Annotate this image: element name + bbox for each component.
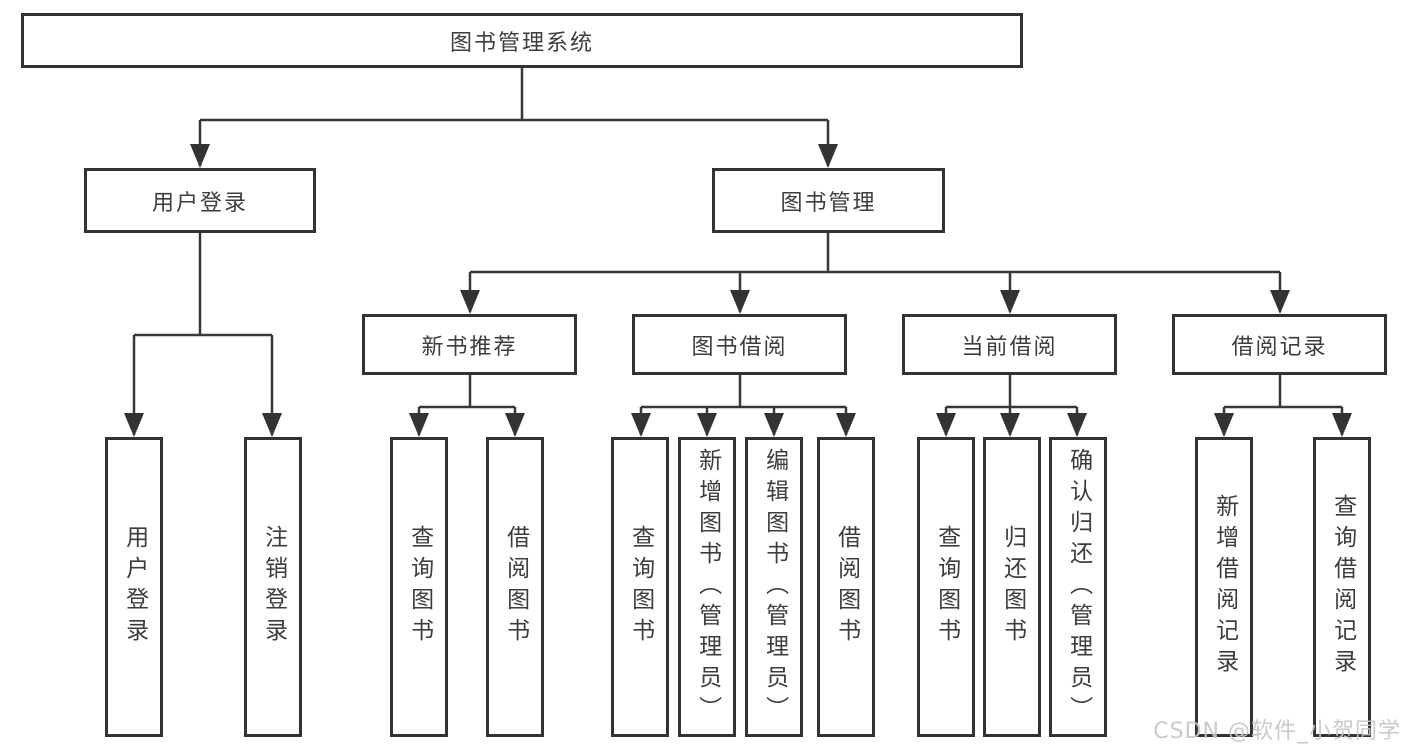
node-book-system-label: 图书管理系统 [449,30,594,56]
arrow-down-icon [818,144,838,168]
leaf-add-borrow-record: 新增借阅记录 [1195,437,1253,737]
leaf-add-borrow-record-label: 新增借阅记录 [1211,494,1238,680]
arrow-down-icon [936,413,956,437]
leaf-query-books-borrow: 查询图书 [611,437,669,737]
arrow-down-icon [124,413,144,437]
node-book-system: 图书管理系统 [21,13,1023,68]
arrow-down-icon [505,413,525,437]
leaf-confirm-return-admin-label: 确认归还（管理员） [1065,447,1092,727]
leaf-add-book-admin: 新增图书（管理员） [678,437,736,737]
leaf-query-books-recommend-label: 查询图书 [406,525,433,649]
leaf-borrow-books: 借阅图书 [817,437,875,737]
node-user-login-label: 用户登录 [151,190,248,216]
leaf-query-borrow-record-label: 查询借阅记录 [1329,494,1356,680]
leaf-return-book: 归还图书 [983,437,1041,737]
leaf-query-books-current-label: 查询图书 [933,525,960,649]
arrow-down-icon [730,290,750,314]
arrow-down-icon [262,413,282,437]
node-book-borrow-label: 图书借阅 [691,334,788,360]
leaf-confirm-return-admin: 确认归还（管理员） [1049,437,1107,737]
arrow-down-icon [697,413,717,437]
leaf-borrow-books-recommend: 借阅图书 [486,437,544,737]
node-current-borrow-label: 当前借阅 [961,334,1058,360]
arrow-down-icon [190,144,210,168]
node-user-login: 用户登录 [84,168,316,233]
arrow-down-icon [836,413,856,437]
arrow-down-icon [1067,413,1087,437]
leaf-logout-label: 注销登录 [260,525,287,649]
node-book-management: 图书管理 [712,168,945,233]
node-current-borrow: 当前借阅 [902,314,1117,375]
leaf-query-books-recommend: 查询图书 [390,437,448,737]
connector-paths [132,68,1344,435]
leaf-return-book-label: 归还图书 [999,525,1026,649]
leaf-edit-book-admin: 编辑图书（管理员） [745,437,803,737]
node-borrow-records: 借阅记录 [1172,314,1387,375]
arrow-down-icon [1214,413,1234,437]
arrow-down-icon [1332,413,1352,437]
arrow-down-icon [460,290,480,314]
node-book-borrow: 图书借阅 [632,314,847,375]
arrow-down-icon [409,413,429,437]
leaf-query-books-current: 查询图书 [917,437,975,737]
node-new-book-recommend: 新书推荐 [362,314,577,375]
node-borrow-records-label: 借阅记录 [1231,334,1328,360]
arrowhead-icons [124,144,1352,437]
arrow-down-icon [1000,413,1020,437]
leaf-edit-book-admin-label: 编辑图书（管理员） [761,447,788,727]
arrow-down-icon [1000,290,1020,314]
arrow-down-icon [764,413,784,437]
leaf-add-book-admin-label: 新增图书（管理员） [694,447,721,727]
leaf-user-login-label: 用户登录 [121,525,148,649]
node-book-management-label: 图书管理 [780,190,877,216]
node-new-book-recommend-label: 新书推荐 [421,334,518,360]
leaf-query-books-borrow-label: 查询图书 [627,525,654,649]
leaf-user-login: 用户登录 [105,437,163,737]
leaf-logout: 注销登录 [244,437,302,737]
csdn-watermark: CSDN @软件_小贺同学 [1153,719,1401,744]
leaf-query-borrow-record: 查询借阅记录 [1313,437,1371,737]
leaf-borrow-books-recommend-label: 借阅图书 [502,525,529,649]
arrow-down-icon [1270,290,1290,314]
arrow-down-icon [631,413,651,437]
leaf-borrow-books-label: 借阅图书 [833,525,860,649]
